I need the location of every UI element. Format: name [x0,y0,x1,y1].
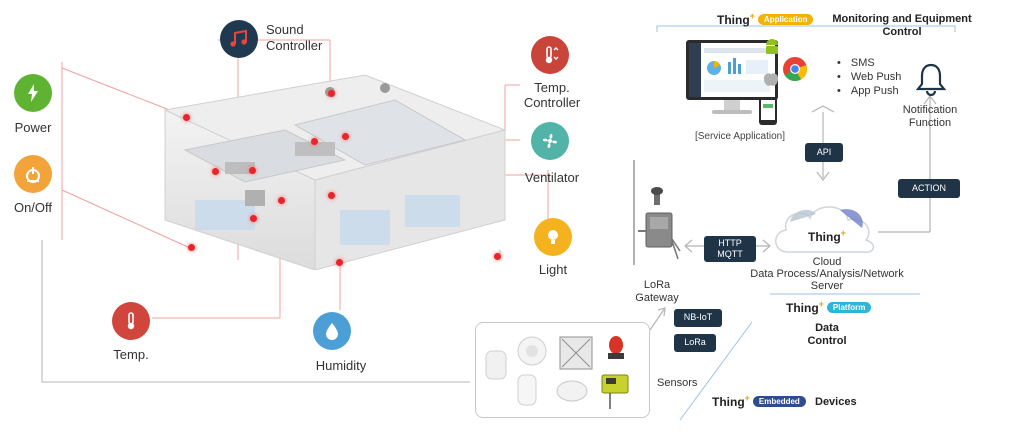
data-control-title: Data Control [807,322,847,347]
notification-item: SMS [837,56,901,70]
music-note-icon [230,29,247,47]
power-bolt-icon [28,84,38,102]
temp-node [112,302,150,340]
sensor-dot [494,253,501,260]
platform-tag: Platform [826,301,872,313]
api-connector: API [805,143,843,162]
thing-platform-brand: Thing+ Platform [786,299,872,315]
humidity-node [313,312,351,350]
sensor-dot [342,133,349,140]
sensor-dot [188,244,195,251]
switch-icon [26,167,40,183]
thermometer-controller-icon [545,46,559,64]
notification-item: App Push [837,84,901,98]
service-application-label: [Service Application] [694,131,786,142]
water-drop-icon [326,323,338,340]
application-tag: Application [757,13,814,25]
bulb-icon [548,230,558,244]
sound-controller-label: Sound Controller [266,22,323,53]
sensor-dot [328,192,335,199]
monitoring-title: Monitoring and Equipment Control [832,13,972,38]
humidity-label: Humidity [315,358,367,373]
sensor-dot [250,215,257,222]
fan-icon [542,133,558,149]
onoff-label: On/Off [13,200,53,215]
temp-label: Temp. [113,347,149,362]
bell-icon [915,62,947,97]
nbiot-connector: NB-IoT [674,309,722,327]
power-label: Power [14,120,52,135]
cloud-brand: Thing+ [808,228,846,244]
thing-application-brand: Thing+ Application [717,11,814,27]
notification-list: SMS Web Push App Push [837,56,902,98]
thermometer-icon [127,312,135,330]
service-application-monitor [684,38,782,128]
light-node [534,218,572,256]
apple-icon [762,68,780,88]
sensors-box [475,322,650,418]
sensor-dot [336,259,343,266]
embedded-tag: Embedded [752,395,806,407]
devices-title: Devices [815,396,857,408]
temp-controller-label: Temp. Controller [523,80,581,110]
sensor-dot [278,197,285,204]
ventilator-node [531,122,569,160]
lora-gateway-label: LoRa Gateway [635,279,679,304]
sensor-dot [328,90,335,97]
light-label: Light [538,262,568,277]
http-mqtt-connector: HTTP MQTT [704,236,756,262]
sensor-dot [212,168,219,175]
chrome-icon [782,56,808,82]
thing-embedded-brand: Thing+ Embedded [712,393,806,409]
cloud-label: Cloud Data Process/Analysis/Network Serv… [750,256,904,292]
sensors-label: Sensors [657,377,698,389]
sensor-dot [311,138,318,145]
action-connector: ACTION [898,179,960,198]
notification-item: Web Push [837,70,902,84]
cloud-platform [770,192,885,262]
phone-icon [758,96,778,126]
lora-gateway-device [628,155,684,275]
lora-connector: LoRa [674,334,716,352]
building-illustration [145,70,515,271]
sensor-dot [183,114,190,121]
ventilator-label: Ventilator [524,170,580,185]
power-node [14,74,52,112]
sound-controller-node [220,20,258,58]
notification-function-label: Notification Function [902,104,958,129]
sensor-dot [249,167,256,174]
onoff-node [14,155,52,193]
temp-controller-node [531,36,569,74]
android-icon [762,36,782,56]
